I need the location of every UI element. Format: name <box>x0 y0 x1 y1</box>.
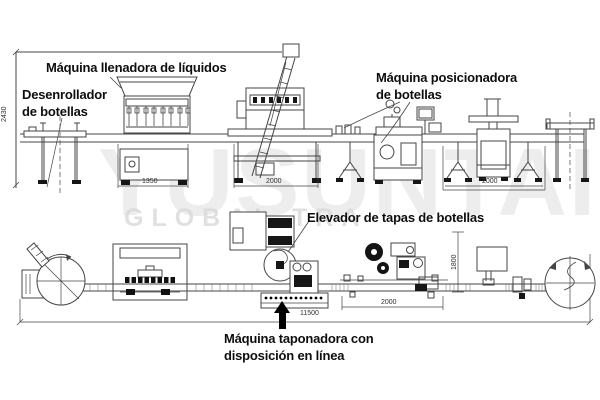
filling-machine-elevation <box>109 76 198 188</box>
depth-dimension <box>452 231 464 293</box>
label-capping-machine: Máquina taponadora con disposición en lí… <box>224 330 374 364</box>
dim-capper-base: 2000 <box>266 178 282 185</box>
unwinder-elevation <box>23 116 87 193</box>
filling-machine-plan <box>112 243 188 301</box>
label-unwinder-line2: de botellas <box>22 104 88 119</box>
conveyor-fittings <box>335 122 442 135</box>
dim-right-section: 2000 <box>482 178 498 185</box>
unwinder-plan <box>21 242 86 306</box>
outfeed-fittings <box>512 276 532 299</box>
dim-labeler-section: 2000 <box>381 299 397 306</box>
up-arrow-icon <box>274 301 290 329</box>
top-elevation-view <box>12 43 595 193</box>
right-section-frame <box>442 146 546 191</box>
dim-total-length: 11500 <box>300 310 319 317</box>
dim-filler-base: 1350 <box>142 178 158 185</box>
capper-elevation <box>227 43 333 188</box>
leader-lines-top <box>343 101 411 144</box>
end-turntable-elevation <box>545 112 595 192</box>
label-filling-machine: Máquina llenadora de líquidos <box>46 60 227 75</box>
label-unwinder: Desenrollador de botellas <box>22 86 107 120</box>
end-turntable-plan <box>544 256 596 310</box>
label-positioner-line2: de botellas <box>376 87 442 102</box>
labeler-elevation <box>373 99 423 184</box>
label-unwinder-line1: Desenrollador <box>22 87 107 102</box>
label-capping-line1: Máquina taponadora con <box>224 331 374 346</box>
label-capping-line2: disposición en línea <box>224 348 345 363</box>
label-cap-elevator: Elevador de tapas de botellas <box>307 210 484 225</box>
bottom-plan-view <box>16 211 596 329</box>
positioner-elevation <box>468 98 519 181</box>
labeler-plan <box>340 242 448 310</box>
tripod-stands <box>336 142 542 182</box>
dim-line-depth: 1800 <box>451 254 458 270</box>
capping-machine-plan <box>260 260 329 309</box>
control-monitor <box>416 106 435 134</box>
cap-elevator-plan <box>229 211 310 282</box>
label-positioner: Máquina posicionadora de botellas <box>376 69 517 103</box>
control-cabinet-plan <box>476 246 508 286</box>
dim-left-height: 2430 <box>1 106 8 122</box>
label-positioner-line1: Máquina posicionadora <box>376 70 517 85</box>
